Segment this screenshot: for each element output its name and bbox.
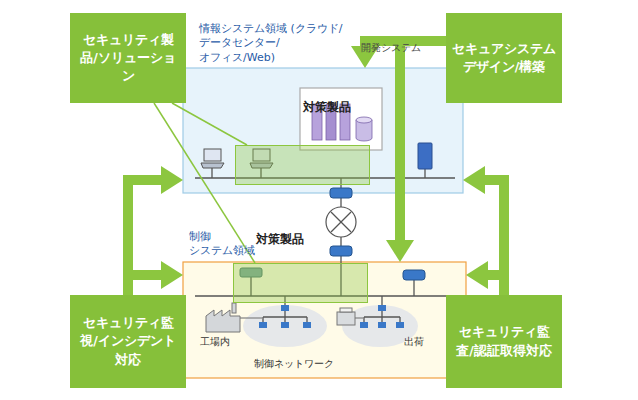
tree-line: [263, 311, 307, 322]
hub-icon: [281, 305, 289, 311]
flow-arrow: [483, 180, 504, 295]
router-icon: [403, 270, 425, 280]
flow-arrow: [128, 180, 163, 295]
region-fill: [300, 88, 382, 150]
product-box: 対策製品: [233, 263, 368, 303]
laptop-icon: [201, 149, 224, 168]
drop-line: [211, 168, 212, 178]
service-box: セキュリティ監査/認証取得対応: [446, 295, 562, 388]
region-fill: [183, 262, 466, 378]
node-text: 情報システム領域 (クラウド/データセンター/オフィス/Web): [199, 22, 349, 65]
router-icon: [330, 188, 352, 198]
service-box: セキュリティ製品/ソリューション: [70, 13, 186, 103]
leader-line: [172, 103, 247, 145]
region-fill: [183, 68, 463, 193]
factory-icon: [206, 303, 240, 332]
zone-ellipse: [243, 305, 327, 347]
flow-arrow: [486, 275, 504, 295]
shipping-icon: [337, 308, 355, 325]
uplink-line: [340, 198, 341, 207]
flow-arrow: [128, 275, 163, 295]
node-text: セキュアシステムデザイン/構築: [450, 40, 558, 76]
dev-system-box: 開発システム: [300, 88, 382, 150]
uplink-line: [340, 237, 341, 246]
field-devices: [259, 322, 404, 328]
system-region: 情報システム領域 (クラウド/データセンター/オフィス/Web)開発システム対策…: [183, 68, 463, 193]
hub-icon: [378, 305, 386, 311]
product-box: 対策製品: [235, 145, 370, 185]
node-text: セキュリティ監視/インシデント対応: [74, 314, 182, 368]
router-icon: [330, 246, 352, 256]
area-fills: [183, 68, 466, 378]
drop-line: [424, 169, 425, 178]
internet-cloud: [326, 207, 356, 237]
drop-line: [413, 280, 414, 296]
drop-line: [381, 296, 382, 305]
shipping-link: [355, 317, 364, 318]
area-label: 制御ネットワーク: [254, 358, 334, 370]
node-text: 対策製品: [252, 100, 402, 114]
area-label: 工場内: [200, 336, 230, 348]
node-text: 対策製品: [240, 232, 320, 246]
node-text: 開発システム: [316, 42, 466, 54]
tree-line: [364, 311, 400, 322]
node-text: セキュリティ監査/認証取得対応: [450, 323, 558, 359]
server-tower: [418, 143, 432, 169]
area-label: 出荷: [404, 336, 424, 348]
factory-link: [240, 317, 263, 318]
service-box: セキュアシステムデザイン/構築: [446, 13, 562, 103]
service-box: セキュリティ監視/インシデント対応: [70, 295, 186, 388]
node-text: セキュリティ製品/ソリューション: [74, 31, 182, 85]
flow-arrow: [400, 41, 446, 242]
